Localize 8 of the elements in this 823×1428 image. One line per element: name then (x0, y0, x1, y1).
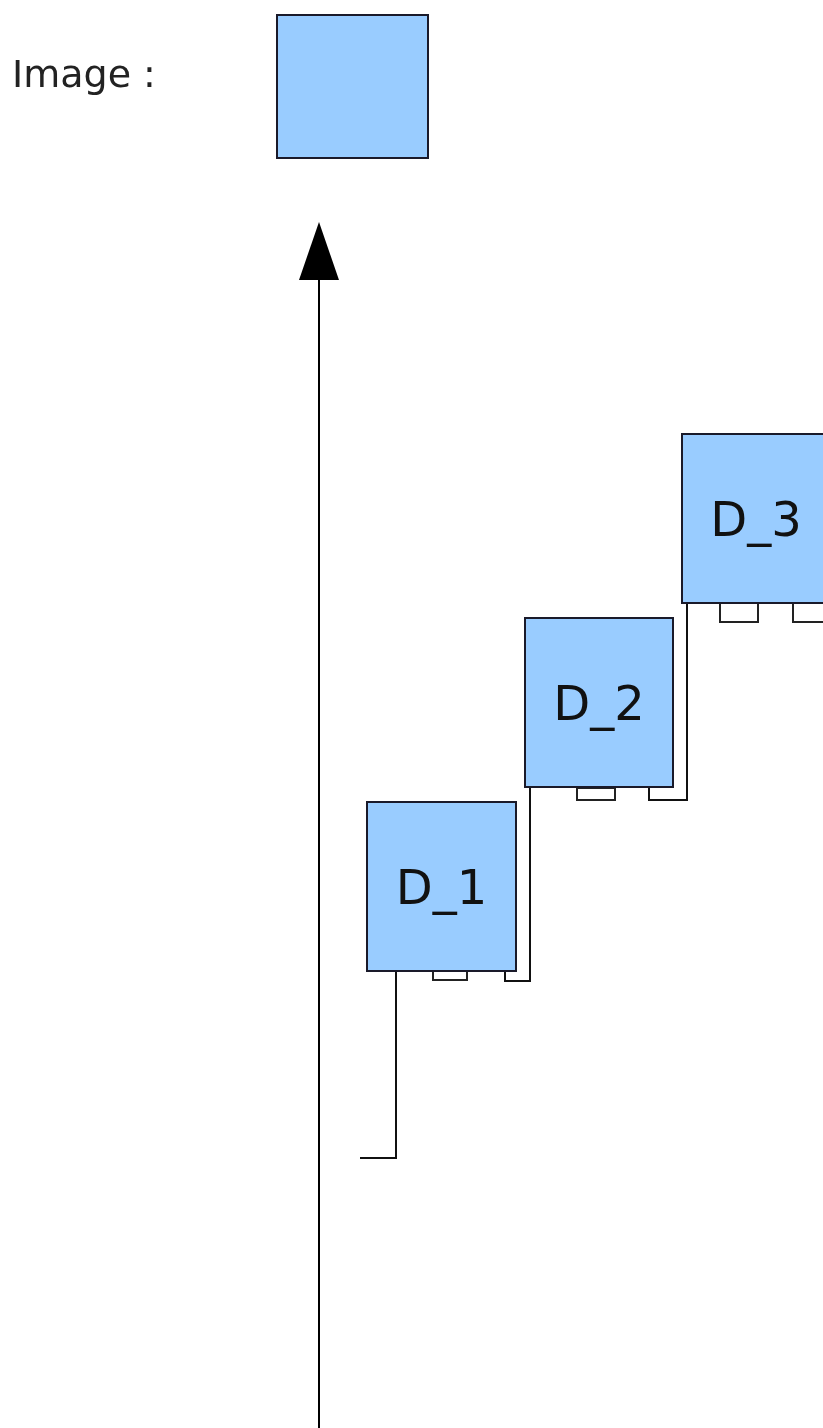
block-box: D_2 (524, 617, 674, 788)
wire-line (504, 787, 531, 982)
block-box: D_1 (366, 801, 517, 972)
image-label: Image : (12, 52, 156, 96)
image-box (276, 14, 429, 159)
wire-line (359, 971, 397, 1159)
block-box: D_3 (681, 433, 823, 604)
wire-line (648, 603, 688, 801)
